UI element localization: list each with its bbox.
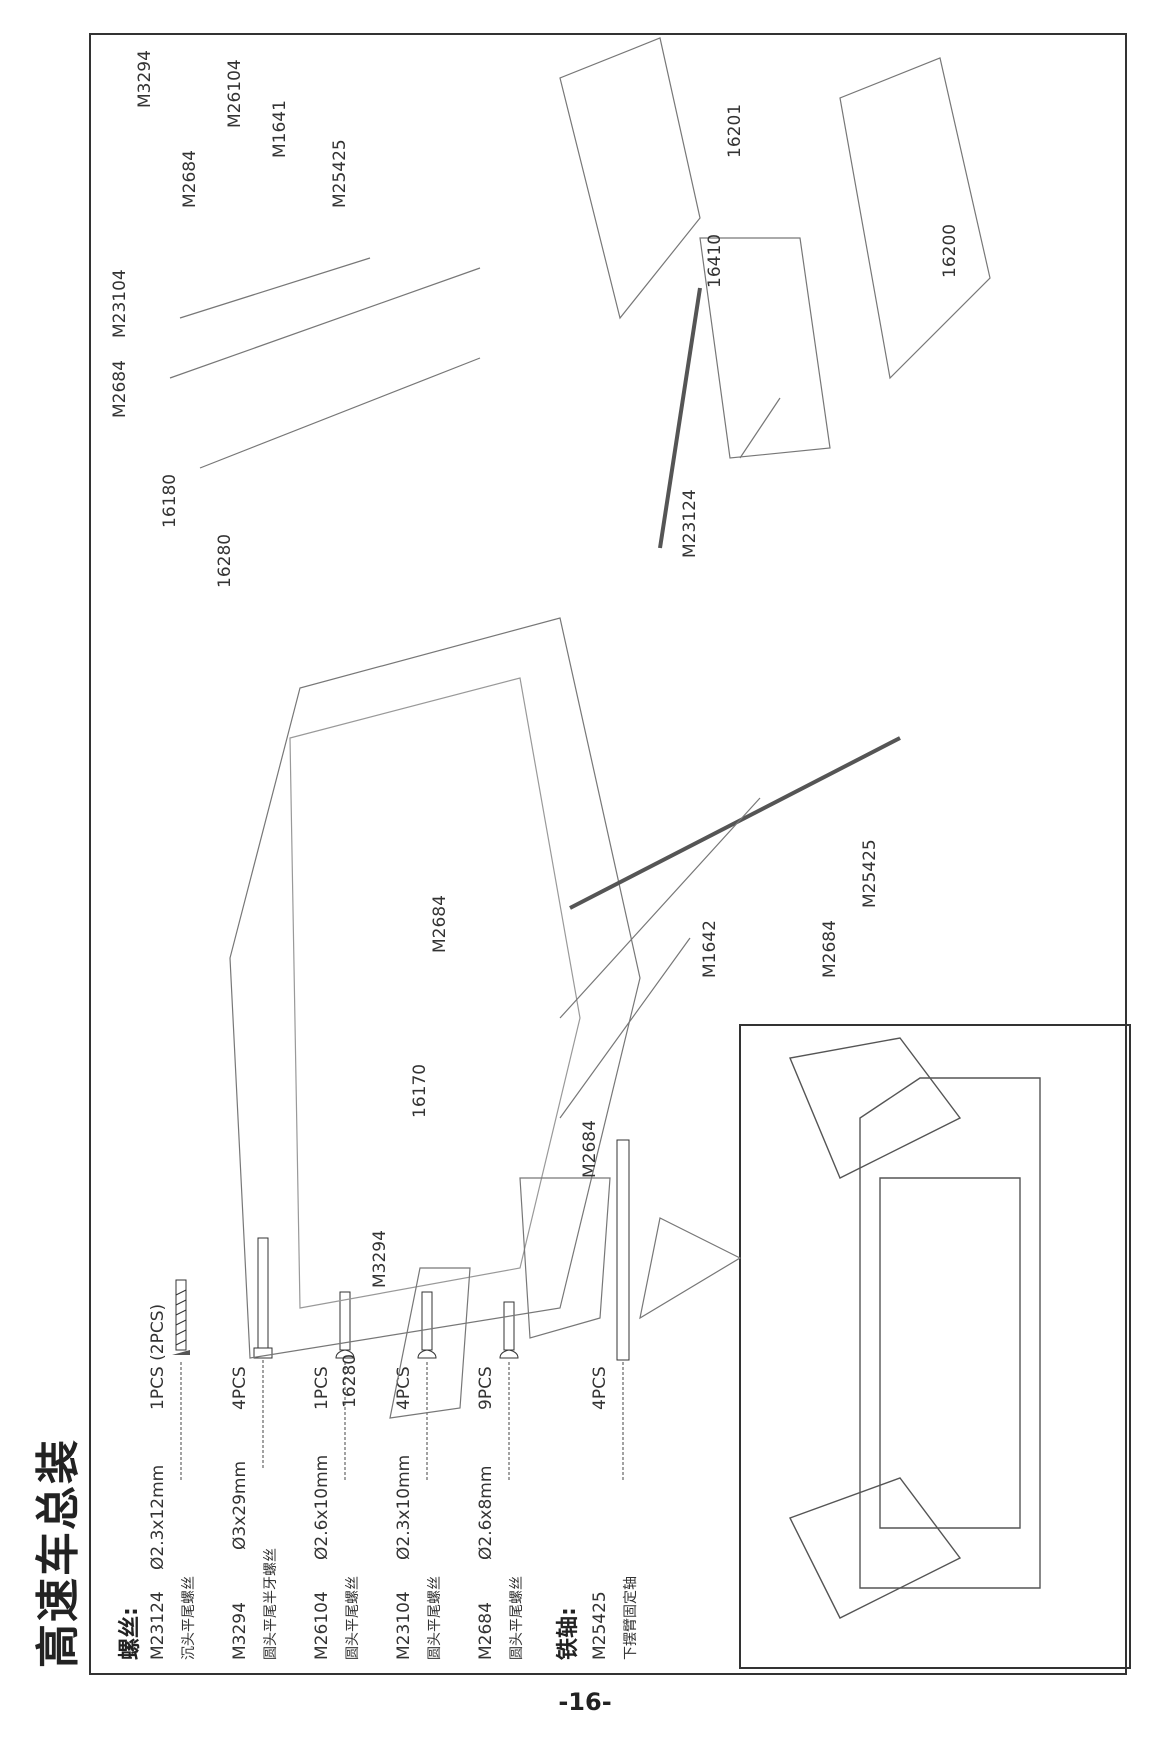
- part-label-16170: 16170: [410, 1063, 430, 1118]
- part-label-m2684: M2684: [110, 360, 130, 418]
- part-label-16201: 16201: [725, 103, 745, 158]
- part-label-m25425: M25425: [860, 839, 880, 908]
- part-label-m23104: M23104: [110, 269, 130, 338]
- part-label-16280: 16280: [215, 533, 235, 588]
- page-frame: [89, 33, 1127, 1675]
- part-label-m23124: M23124: [680, 489, 700, 558]
- page-number: -16-: [558, 1688, 612, 1716]
- part-label-16180: 16180: [160, 473, 180, 528]
- part-label-m1641: M1641: [270, 100, 290, 158]
- screw-icon: [253, 1237, 273, 1468]
- screw-icon: [172, 1279, 190, 1480]
- part-label-m3294: M3294: [135, 50, 155, 108]
- part-label-16280: 16280: [340, 1353, 360, 1408]
- part-label-m1642: M1642: [700, 920, 720, 978]
- part-label-m2684: M2684: [180, 150, 200, 208]
- part-label-m3294: M3294: [370, 1230, 390, 1288]
- part-label-m2684: M2684: [820, 920, 840, 978]
- part-label-m2684: M2684: [580, 1120, 600, 1178]
- part-label-16200: 16200: [940, 223, 960, 278]
- part-label-16410: 16410: [705, 233, 725, 288]
- car-chassis-drawing: [859, 1077, 1041, 1589]
- shaft-icon: [616, 1139, 630, 1480]
- screw-icon: [417, 1291, 437, 1480]
- part-label-m2684: M2684: [430, 895, 450, 953]
- part-label-m26104: M26104: [225, 59, 245, 128]
- exploded-diagram: [169, 37, 991, 1419]
- part-label-m25425: M25425: [330, 139, 350, 208]
- car-inset-box: [739, 1024, 1131, 1669]
- screw-icon: [335, 1291, 355, 1480]
- screw-icon: [499, 1301, 519, 1480]
